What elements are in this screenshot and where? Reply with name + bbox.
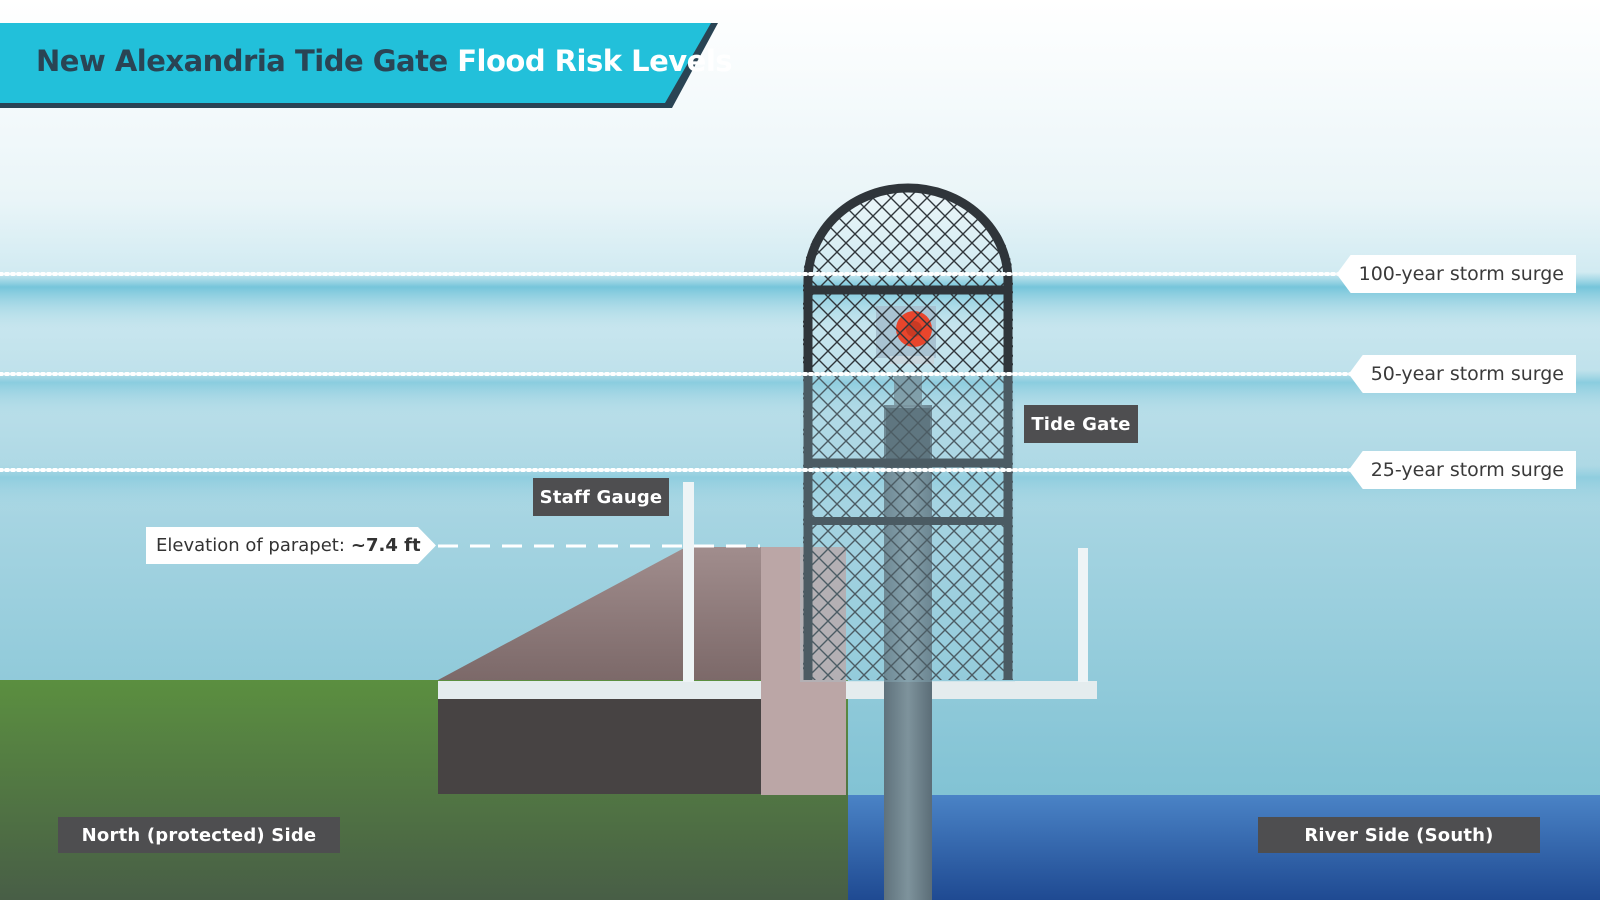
surge-label-100-year: 100-year storm surge [1358, 263, 1564, 285]
walkway-slab-north [438, 681, 761, 699]
railing-post [1078, 548, 1088, 682]
levee-slope [438, 547, 763, 680]
tide-gate-label: Tide Gate [1024, 405, 1138, 443]
cage-mesh [803, 185, 1013, 680]
north-side-label: North (protected) Side [58, 817, 340, 853]
title-banner [0, 23, 711, 103]
river-side-label-text: River Side (South) [1304, 824, 1494, 846]
parapet-elevation-tag: Elevation of parapet:~7.4 ft [146, 527, 436, 564]
staff-gauge-post [683, 482, 694, 682]
surge-band-100 [0, 272, 1600, 332]
staff-gauge-label-text: Staff Gauge [539, 486, 663, 508]
levee-base-block [438, 698, 764, 794]
surge-band-50 [0, 370, 1600, 420]
surge-tag-50-year: 50-year storm surge [1348, 355, 1576, 393]
walkway-slab-south [846, 681, 1097, 699]
tide-gate-label-text: Tide Gate [1031, 413, 1131, 435]
page-title: New Alexandria Tide Gate Flood Risk Leve… [36, 44, 733, 78]
parapet-value: ~7.4 ft [350, 535, 421, 556]
surge-band-25 [0, 465, 1600, 515]
staff-gauge-label: Staff Gauge [533, 478, 669, 516]
river-side-label: River Side (South) [1258, 817, 1540, 853]
surge-label-50-year: 50-year storm surge [1370, 363, 1564, 385]
surge-tag-25-year: 25-year storm surge [1348, 451, 1576, 489]
parapet-label: Elevation of parapet: [156, 535, 345, 556]
title-highlight: Flood Risk Levels [457, 44, 733, 78]
title-prefix: New Alexandria Tide Gate [36, 44, 448, 78]
cage-frame [803, 183, 1013, 680]
surge-tag-100-year: 100-year storm surge [1336, 255, 1576, 293]
surge-label-25-year: 25-year storm surge [1370, 459, 1564, 481]
north-side-label-text: North (protected) Side [81, 824, 317, 846]
water-overlay [800, 372, 1015, 682]
